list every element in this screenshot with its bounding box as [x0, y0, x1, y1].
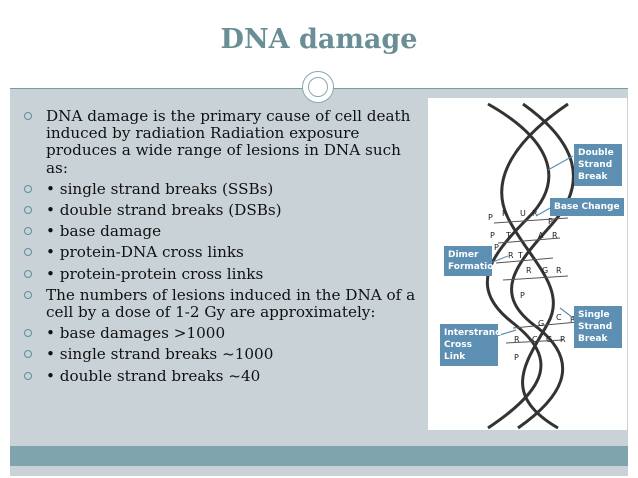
base-letter: R: [560, 335, 566, 344]
base-letter: T: [505, 231, 511, 240]
bullet-list: DNA damage is the primary cause of cell …: [24, 107, 424, 389]
dna-backbone-strand: [510, 102, 575, 430]
base-letter: U: [520, 209, 526, 218]
bullet-item: • base damage: [24, 223, 424, 240]
bullet-item: • single strand breaks (SSBs): [24, 180, 424, 198]
bullet-marker-icon: [24, 269, 32, 278]
bullet-marker-icon: [24, 206, 32, 215]
base-letter: G: [542, 266, 548, 275]
bullet-marker-icon: [24, 371, 32, 380]
bullet-marker-icon: [24, 248, 32, 257]
base-letter: R: [508, 251, 514, 260]
dna-backbone-strand: [500, 102, 569, 430]
base-letter: P: [488, 213, 493, 222]
base-letter-labels: P R U R P P T A R P R T R G R P G C R R …: [488, 209, 576, 362]
base-letter: R: [532, 209, 538, 218]
base-letter: R: [502, 209, 508, 218]
bullet-item: DNA damage is the primary cause of cell …: [24, 107, 424, 177]
bullet-marker-icon: [24, 227, 32, 236]
base-letter: C: [556, 313, 562, 322]
bullet-marker-icon: [24, 350, 32, 359]
bullet-item: • single strand breaks ~1000: [24, 346, 424, 363]
base-letter: A: [538, 231, 544, 240]
bullet-marker-icon: [24, 329, 32, 338]
label-double-strand-break: Double Strand Break: [574, 144, 622, 186]
base-letter: R: [570, 315, 576, 324]
dna-damage-figure: P R U R P P T A R P R T R G R P G C R R …: [428, 98, 627, 430]
base-letter: P: [494, 243, 499, 252]
label-single-strand-break: Single Strand Break: [574, 306, 622, 348]
decorative-circle-inner: [308, 77, 328, 97]
base-letter: C: [532, 335, 538, 344]
label-interstrand-cross-link: Interstrand Cross Link: [440, 324, 502, 366]
base-letter: P: [514, 353, 519, 362]
slide-title: DNA damage: [220, 24, 418, 55]
base-letter: P: [520, 291, 525, 300]
bullet-marker-icon: [24, 290, 32, 299]
bullet-marker-icon: [24, 112, 32, 120]
bottom-accent-bar: [10, 446, 628, 466]
dna-base-pairs: [493, 217, 579, 344]
label-base-change: Base Change: [550, 198, 624, 216]
base-letter: R: [556, 266, 562, 275]
bullet-item: • base damages >1000: [24, 325, 424, 342]
base-letter: P: [490, 231, 495, 240]
label-dimer-formation: Dimer Formation: [444, 246, 500, 276]
dna-helix-illustration: P R U R P P T A R P R T R G R P G C R R …: [485, 102, 579, 430]
bullet-item: • protein-DNA cross links: [24, 244, 424, 261]
base-letter: R: [514, 335, 520, 344]
base-letter: R: [526, 266, 532, 275]
bullet-item: The numbers of lesions induced in the DN…: [24, 286, 424, 321]
base-letter: G: [546, 335, 552, 344]
base-letter: G: [538, 319, 544, 328]
bullet-item: • double strand breaks ~40: [24, 367, 424, 385]
base-letter: P: [548, 217, 553, 226]
base-letter: T: [517, 251, 523, 260]
bullet-marker-icon: [24, 184, 32, 193]
base-letter: R: [552, 231, 558, 240]
decorative-circle-icon: [302, 71, 334, 103]
bullet-item: • double strand breaks (DSBs): [24, 201, 424, 219]
bullet-item: • protein-protein cross links: [24, 265, 424, 283]
